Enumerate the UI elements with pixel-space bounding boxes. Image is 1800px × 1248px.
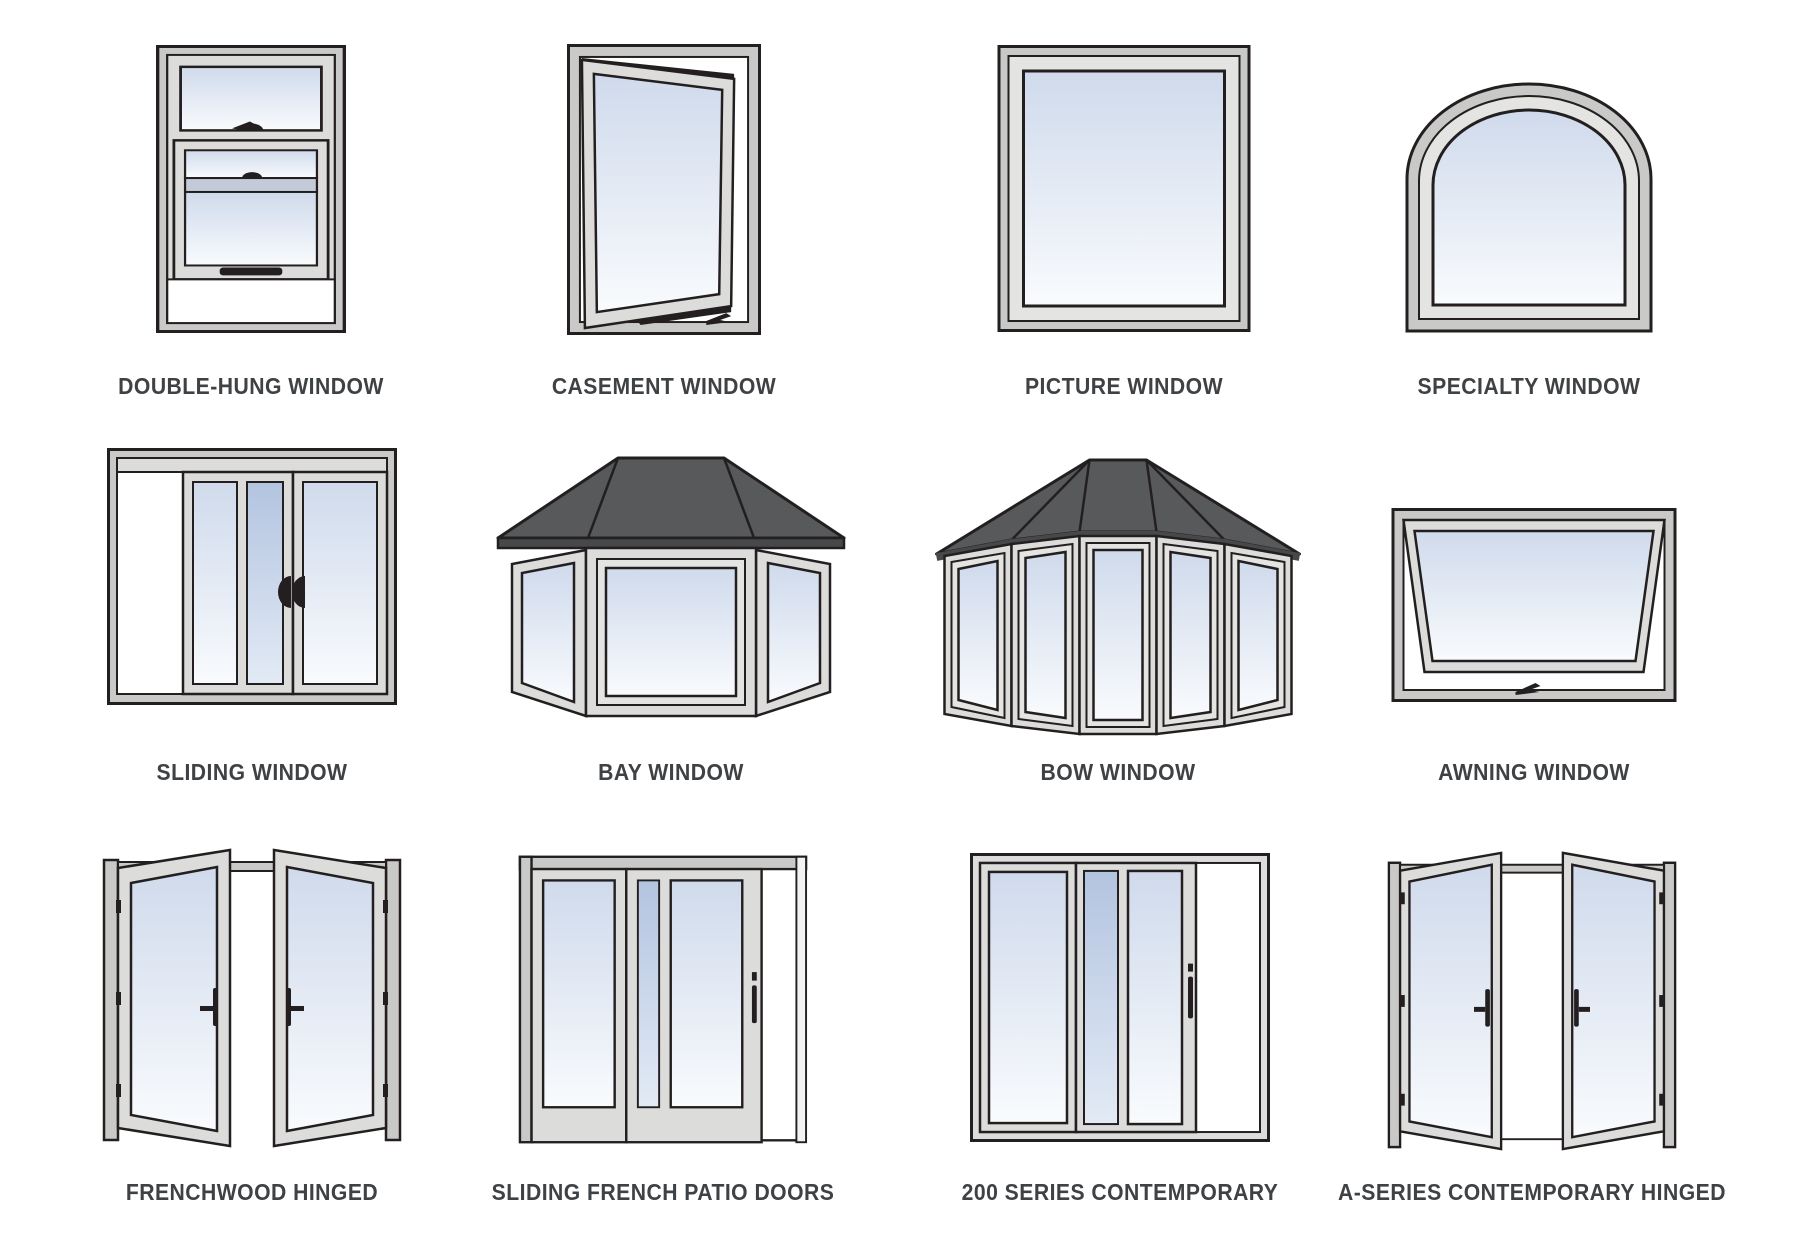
frenchwood-hinged-label: FRENCHWOOD HINGED — [125, 1178, 379, 1205]
casement-window-label: CASEMENT WINDOW — [551, 372, 777, 399]
a-series-contemporary-hinged-label: A-SERIES CONTEMPORARY HINGED — [1338, 1178, 1726, 1205]
frenchwood-hinged-door-illustration — [102, 840, 402, 1152]
sliding-french-patio-doors-illustration — [518, 853, 808, 1146]
double-hung-window-illustration — [156, 45, 346, 333]
a-series-contemporary-hinged-door-illustration — [1387, 845, 1677, 1153]
bow-window-illustration — [930, 448, 1307, 745]
specialty-window-label: SPECIALTY WINDOW — [1417, 372, 1641, 399]
double-hung-window-label: DOUBLE-HUNG WINDOW — [118, 372, 384, 399]
sliding-french-patio-doors-label: SLIDING FRENCH PATIO DOORS — [491, 1178, 835, 1205]
bay-window-illustration — [490, 452, 852, 727]
bay-window-label: BAY WINDOW — [598, 758, 744, 785]
picture-window-illustration — [997, 45, 1251, 332]
picture-window-label: PICTURE WINDOW — [1024, 372, 1224, 399]
200-series-contemporary-label: 200 SERIES CONTEMPORARY — [961, 1178, 1279, 1205]
casement-window-illustration — [567, 44, 761, 335]
bow-window-label: BOW WINDOW — [1040, 758, 1196, 785]
sliding-window-illustration — [107, 448, 397, 705]
200-series-contemporary-door-illustration — [970, 853, 1270, 1142]
awning-window-label: AWNING WINDOW — [1438, 758, 1630, 785]
awning-window-illustration — [1391, 508, 1677, 702]
specialty-window-illustration — [1403, 82, 1655, 335]
sliding-window-label: SLIDING WINDOW — [156, 758, 348, 785]
